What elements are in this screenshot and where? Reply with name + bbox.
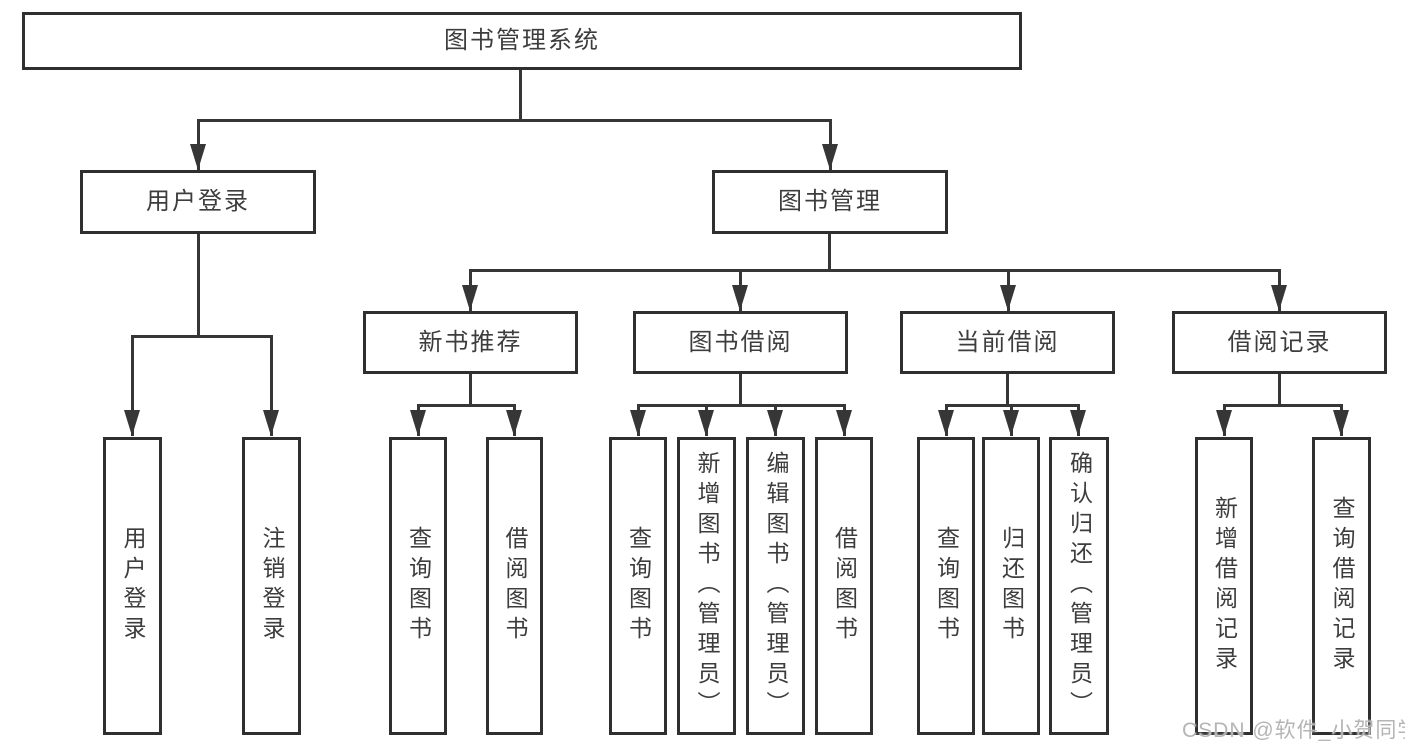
- arrowhead-down-icon: [462, 285, 478, 311]
- leaf-query-books-2: 查询图书: [609, 437, 667, 735]
- arrowhead-down-icon: [124, 410, 140, 436]
- arrowhead-down-icon: [938, 410, 954, 436]
- leaf-borrow-books-1-label: 借阅图书: [502, 526, 528, 646]
- connector-vline: [1278, 373, 1281, 407]
- arrowhead-down-icon: [410, 410, 426, 436]
- node-new-book-recommend-label: 新书推荐: [418, 328, 523, 356]
- leaf-borrow-books-1: 借阅图书: [486, 437, 543, 735]
- leaf-borrow-books-2: 借阅图书: [815, 437, 873, 735]
- leaf-add-book-admin-label: 新增图书（管理员）: [694, 451, 720, 721]
- arrowhead-down-icon: [630, 410, 646, 436]
- leaf-add-borrow-record-label: 新增借阅记录: [1211, 496, 1238, 676]
- leaf-user-login-label: 用户登录: [120, 526, 146, 646]
- node-book-borrowing: 图书借阅: [633, 311, 848, 374]
- node-current-borrowing: 当前借阅: [900, 311, 1115, 374]
- node-current-borrowing-label: 当前借阅: [955, 328, 1060, 356]
- arrowhead-down-icon: [836, 410, 852, 436]
- leaf-query-borrow-record-label: 查询借阅记录: [1329, 496, 1355, 676]
- leaf-add-borrow-record: 新增借阅记录: [1195, 437, 1253, 735]
- arrowhead-down-icon: [506, 410, 522, 436]
- node-borrow-records-label: 借阅记录: [1227, 328, 1332, 356]
- leaf-query-books-3-label: 查询图书: [933, 526, 960, 646]
- arrowhead-down-icon: [698, 410, 714, 436]
- leaf-borrow-books-2-label: 借阅图书: [831, 526, 858, 646]
- connector-vline: [270, 335, 273, 436]
- arrowhead-down-icon: [1000, 285, 1016, 311]
- node-new-book-recommend: 新书推荐: [363, 311, 578, 374]
- node-book-borrowing-label: 图书借阅: [688, 328, 793, 356]
- arrowhead-down-icon: [1070, 410, 1086, 436]
- arrowhead-down-icon: [263, 410, 279, 436]
- arrowhead-down-icon: [1271, 285, 1287, 311]
- node-root: 图书管理系统: [22, 12, 1022, 70]
- leaf-add-book-admin: 新增图书（管理员）: [677, 437, 736, 735]
- leaf-query-books-2-label: 查询图书: [625, 526, 652, 646]
- watermark: CSDN @软件_小贺同学: [1182, 719, 1405, 742]
- arrowhead-down-icon: [767, 410, 783, 436]
- leaf-confirm-return-admin-label: 确认归还（管理员）: [1066, 451, 1093, 721]
- connector-vline: [197, 234, 200, 337]
- arrowhead-down-icon: [190, 144, 206, 170]
- leaf-query-borrow-record: 查询借阅记录: [1312, 437, 1371, 735]
- leaf-return-book: 归还图书: [982, 437, 1040, 735]
- connector-hline: [469, 269, 1281, 272]
- node-book-management: 图书管理: [712, 170, 948, 234]
- connector-vline: [1006, 373, 1009, 407]
- node-user-login-label: 用户登录: [146, 188, 250, 215]
- connector-vline: [131, 335, 134, 436]
- connector-hline: [197, 119, 832, 122]
- arrowhead-down-icon: [1216, 410, 1232, 436]
- arrowhead-down-icon: [822, 144, 838, 170]
- arrowhead-down-icon: [1333, 410, 1349, 436]
- connector-vline: [519, 70, 522, 121]
- node-root-label: 图书管理系统: [444, 27, 600, 54]
- leaf-query-books-1: 查询图书: [389, 437, 447, 735]
- leaf-query-books-1-label: 查询图书: [405, 526, 432, 646]
- arrowhead-down-icon: [732, 285, 748, 311]
- leaf-edit-book-admin-label: 编辑图书（管理员）: [763, 451, 789, 721]
- leaf-logout-label: 注销登录: [259, 526, 285, 646]
- connector-hline: [1223, 404, 1343, 407]
- leaf-logout: 注销登录: [242, 437, 301, 735]
- connector-vline: [469, 373, 472, 407]
- leaf-edit-book-admin: 编辑图书（管理员）: [746, 437, 805, 735]
- connector-vline: [828, 233, 831, 271]
- node-user-login: 用户登录: [80, 170, 316, 234]
- node-borrow-records: 借阅记录: [1172, 311, 1387, 374]
- leaf-return-book-label: 归还图书: [998, 526, 1025, 646]
- connector-hline: [637, 404, 845, 407]
- connector-hline: [417, 404, 516, 407]
- connector-hline: [131, 335, 273, 338]
- arrowhead-down-icon: [1003, 410, 1019, 436]
- leaf-confirm-return-admin: 确认归还（管理员）: [1049, 437, 1109, 735]
- node-book-management-label: 图书管理: [778, 188, 882, 215]
- connector-vline: [739, 373, 742, 407]
- leaf-query-books-3: 查询图书: [917, 437, 975, 735]
- leaf-user-login: 用户登录: [103, 437, 162, 735]
